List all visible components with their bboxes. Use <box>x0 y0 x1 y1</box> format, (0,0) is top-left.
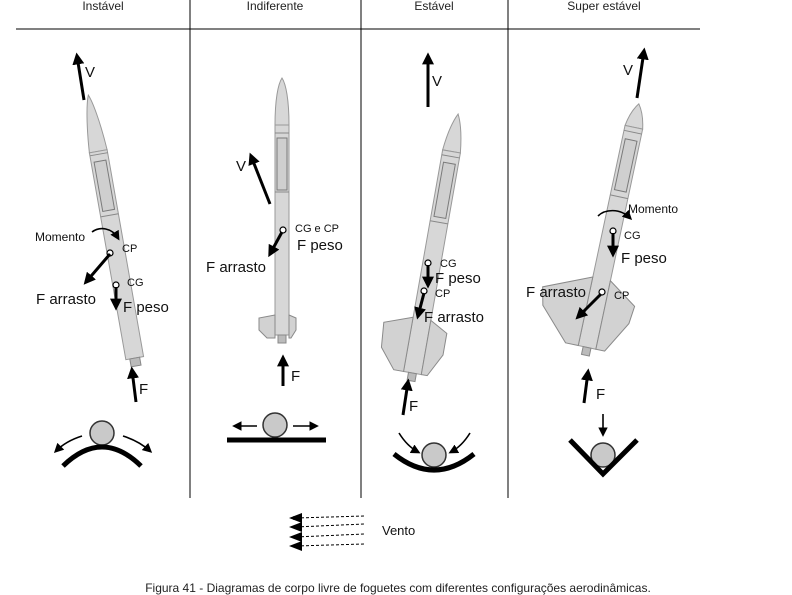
thrust-label: F <box>291 368 300 385</box>
velocity-arrow <box>72 52 86 101</box>
drag-label: F arrasto <box>526 284 586 301</box>
cp-label: CP <box>435 288 450 300</box>
roll-in-left-arrow <box>398 432 421 454</box>
thrust-arrow <box>400 378 413 416</box>
cg-label: CG <box>127 277 144 289</box>
velocity-label: V <box>623 62 633 79</box>
rocket-window <box>613 138 638 193</box>
rocket-neutral <box>258 77 297 344</box>
thrust-label: F <box>596 386 605 403</box>
cg-label: CG <box>624 230 641 242</box>
cp-label: CP <box>122 243 137 255</box>
velocity-arrow <box>248 152 272 205</box>
rocket-super-stable <box>542 103 644 357</box>
rocket-window <box>433 161 456 220</box>
velocity-label: V <box>85 64 95 81</box>
header-super-stable: Super estável <box>567 0 640 13</box>
ball <box>89 420 115 446</box>
concave-surface <box>392 452 476 473</box>
drag-arrow <box>83 253 112 285</box>
drag-label: F arrasto <box>36 291 96 308</box>
wind-label: Vento <box>382 523 415 538</box>
ball <box>421 442 447 468</box>
rocket-nose <box>624 103 644 130</box>
moment-arrow <box>91 227 120 241</box>
thrust-arrow <box>580 368 593 404</box>
moment-label: Momento <box>628 202 678 216</box>
ball <box>590 442 616 468</box>
thrust-arrow <box>127 366 139 403</box>
rocket-fin-left <box>380 316 414 373</box>
header-neutral: Indiferente <box>247 0 304 13</box>
header-unstable: Instável <box>82 0 123 13</box>
velocity-label: V <box>236 158 246 175</box>
drag-arrow <box>575 292 603 320</box>
cg-cp-label: CG e CP <box>295 223 339 235</box>
thrust-label: F <box>139 381 148 398</box>
velocity-label: V <box>432 73 442 90</box>
rocket-fin-right <box>595 279 636 352</box>
figure-caption: Figura 41 - Diagramas de corpo livre de … <box>145 581 651 595</box>
rocket-nozzle <box>129 356 142 368</box>
drag-label: F arrasto <box>206 259 266 276</box>
rocket-nose <box>274 77 290 126</box>
velocity-arrow <box>635 47 649 99</box>
rocket-nose <box>86 93 108 154</box>
rocket-fin-left <box>258 314 276 339</box>
rocket-unstable <box>86 93 145 368</box>
rocket-fin-right <box>288 314 297 339</box>
rocket-window <box>93 159 116 213</box>
rocket-window <box>276 137 288 191</box>
moment-arrow <box>597 209 633 221</box>
weight-label: F peso <box>297 237 343 254</box>
convex-surface <box>61 444 143 468</box>
v-surface <box>568 438 639 478</box>
ball <box>262 412 288 438</box>
rocket-stable <box>380 112 462 383</box>
roll-left-arrow <box>53 435 83 454</box>
rocket-nozzle <box>580 345 592 357</box>
drag-arrow <box>414 292 426 320</box>
thrust-label: F <box>409 398 418 415</box>
header-stable: Estável <box>414 0 453 13</box>
rocket-fin-right <box>420 319 448 377</box>
moment-label: Momento <box>35 230 85 244</box>
rocket-nozzle <box>277 334 287 344</box>
rocket-fin-left <box>542 276 594 347</box>
roll-in-right-arrow <box>448 432 471 454</box>
wind-legend <box>289 513 365 551</box>
drag-label: F arrasto <box>424 309 484 326</box>
rocket-nose <box>442 112 462 154</box>
weight-label: F peso <box>435 270 481 287</box>
weight-label: F peso <box>123 299 169 316</box>
rocket-nozzle <box>406 371 417 383</box>
drag-arrow <box>268 231 284 258</box>
cp-label: CP <box>614 290 629 302</box>
cg-label: CG <box>440 258 457 270</box>
roll-right-arrow <box>122 435 153 453</box>
weight-label: F peso <box>621 250 667 267</box>
